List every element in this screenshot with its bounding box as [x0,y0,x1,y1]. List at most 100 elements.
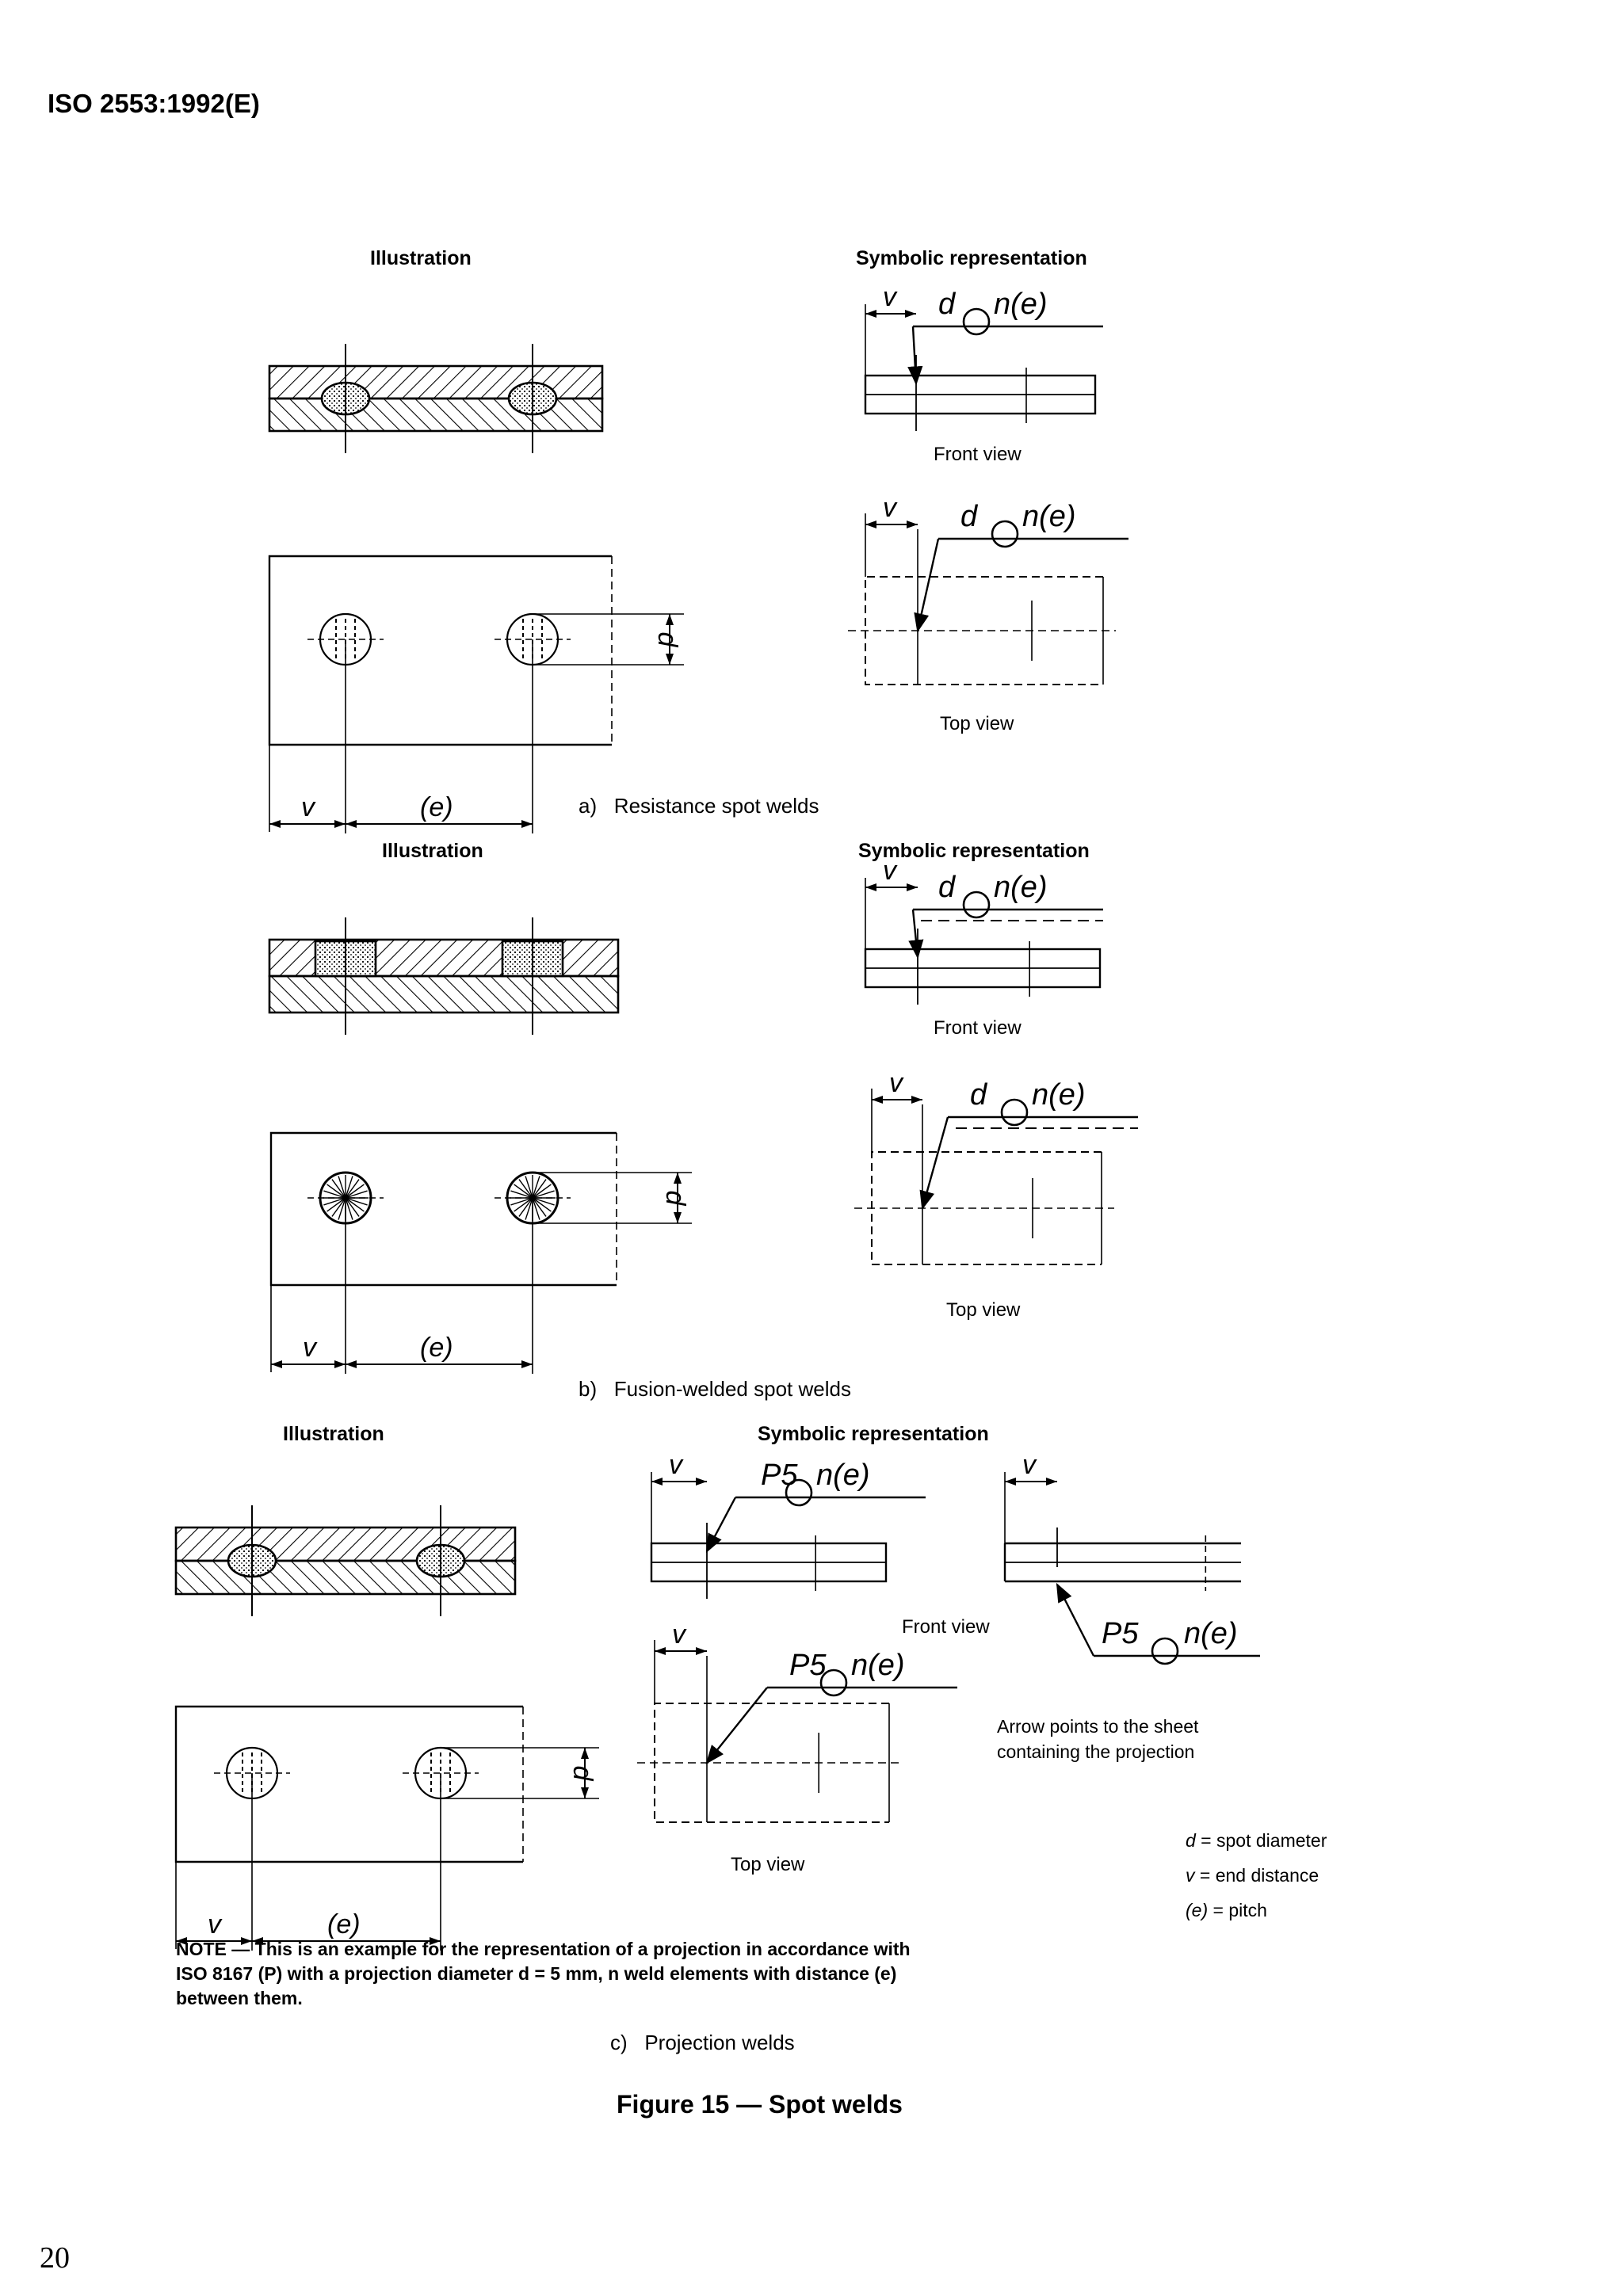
arrow-line [705,1497,737,1554]
dimension-arrow [334,1360,346,1368]
dimension-label: v [672,1619,687,1650]
note-line-2: ISO 8167 (P) with a projection diameter … [176,1963,897,1984]
dimension-arrow [865,521,876,528]
symbol-right-label: n(e) [994,288,1048,321]
dimension-label: (e) [420,1333,453,1363]
symbolic-heading-b: Symbolic representation [858,840,1090,862]
dimension-arrow [269,820,281,828]
dimension-label: v [303,1333,318,1363]
spot-weld-symbol [1000,1098,1029,1127]
weld-ray [518,1179,533,1199]
arrow-line [919,1116,949,1211]
figure-caption: Figure 15 — Spot welds [617,2090,903,2119]
weld-ray [532,1197,547,1217]
arrow-note-line-2: containing the projection [997,1741,1195,1762]
dimension-label: (e) [327,1909,361,1939]
symbol-left-label: P5 [789,1649,827,1682]
dimension-arrow [346,820,357,828]
weld-ray [514,1197,533,1212]
dimension-label: v [889,1068,904,1098]
dimension-arrow [1005,1478,1016,1486]
symbol-right-label: n(e) [851,1649,905,1682]
weld-ray [327,1184,346,1199]
dimension-arrow [521,1360,533,1368]
dimension-label: v [1022,1450,1037,1480]
weld-ray [532,1190,555,1199]
dimension-label: v [669,1450,684,1480]
symbol-left-label: d [938,871,957,904]
arrow-line [705,1687,768,1764]
dimension-arrow [674,1212,682,1223]
page-number: 20 [40,2241,70,2275]
arrow-line [907,326,923,386]
spot-weld-symbol [785,1478,813,1507]
spot-weld-symbol [962,891,991,919]
symbol-right-label: n(e) [816,1459,870,1492]
dimension-arrow [521,820,533,828]
symbol-right-label: n(e) [1184,1617,1238,1650]
dimension-arrow [907,883,918,891]
weld-ray [510,1190,533,1199]
note-line-3: between them. [176,1988,303,2008]
arrow-line [914,538,940,633]
weld-ray [345,1197,368,1206]
symbol-left-label: P5 [761,1459,798,1492]
weld-ray [532,1176,540,1199]
weld-ray [323,1190,346,1199]
dimension-label-d: d [652,632,682,648]
weld-ray [514,1184,533,1199]
dimension-arrow [865,310,876,318]
spot-weld-symbol [819,1669,848,1697]
weld-ray [338,1197,346,1220]
weld-ray [345,1184,365,1199]
dimension-arrow [430,1937,441,1945]
dimension-arrow [907,521,918,528]
weld-ray [345,1197,365,1212]
weld-ray [510,1197,533,1206]
subfigure-b-caption: b) Fusion-welded spot welds [579,1377,851,1401]
dimension-arrow [696,1478,707,1486]
weld-ray [345,1179,360,1199]
dimension-arrow [1046,1478,1057,1486]
weld-ray [345,1197,353,1220]
weld-ray [532,1197,555,1206]
lower-sheet [268,974,620,1014]
top-view-label-c: Top view [731,1854,805,1875]
dimension-arrow [241,1937,252,1945]
document-header: ISO 2553:1992(E) [48,89,260,118]
dimension-arrow [696,1647,707,1655]
symbol-left-label: P5 [1102,1617,1139,1650]
symbolic-heading-a: Symbolic representation [856,247,1087,269]
weld-ray [518,1197,533,1217]
weld-ray [525,1176,533,1199]
dimension-label-d: d [567,1766,598,1782]
weld-ray [532,1197,540,1220]
sheet-outline [268,555,612,746]
illustration-heading-a: Illustration [370,247,472,269]
weld-ray [345,1197,360,1217]
dimension-label: (e) [420,792,453,822]
dimension-label: v [208,1909,223,1939]
dimension-arrow [581,1748,589,1759]
arrow-line [1056,1582,1095,1657]
spot-weld-symbol [1151,1637,1179,1665]
sheet-outline [174,1705,523,1863]
weld-ray [338,1176,346,1199]
symbol-right-label: n(e) [1022,500,1076,533]
dimension-arrow [176,1937,187,1945]
spot-weld-symbol [962,307,991,336]
symbol-right-label: n(e) [1032,1078,1086,1112]
illustration-heading-b: Illustration [382,840,483,862]
symbol-left-label: d [970,1078,988,1112]
dimension-arrow [666,614,674,625]
subfigure-a-caption: a) Resistance spot welds [579,794,819,818]
dimension-arrow [271,1360,282,1368]
symbolic-heading-c: Symbolic representation [758,1423,989,1445]
weld-ray [345,1176,353,1199]
dimension-arrow [651,1478,663,1486]
subfigure-c-caption: c) Projection welds [610,2031,795,2054]
dimension-arrow [581,1787,589,1798]
dimension-label: v [301,792,316,822]
weld-ray [525,1197,533,1220]
sheet-outline [269,1131,617,1287]
